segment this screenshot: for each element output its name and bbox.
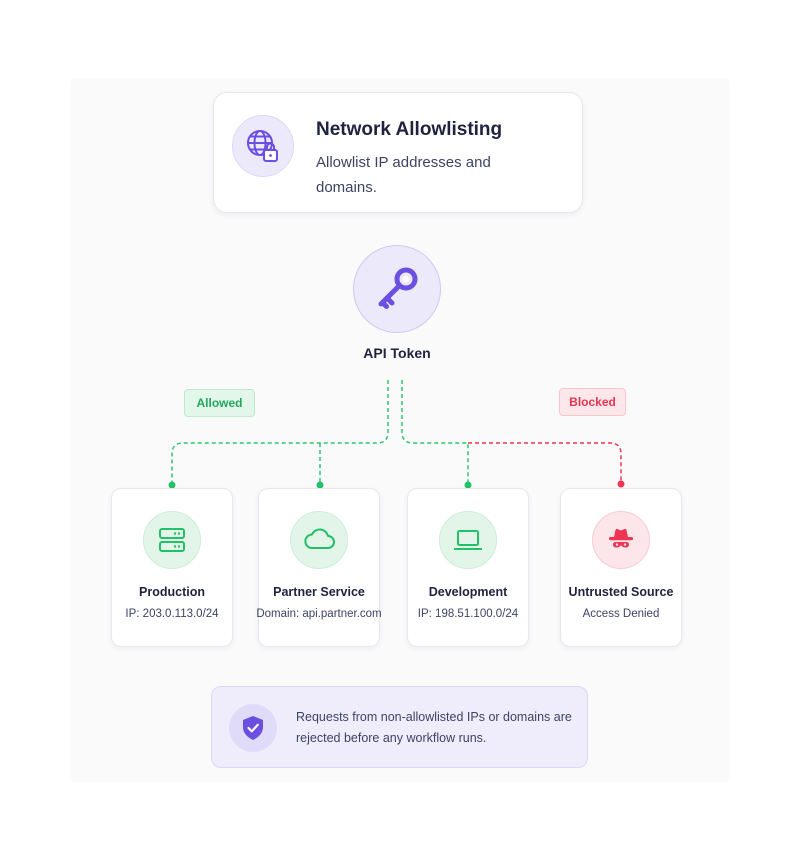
- laptop-icon: [439, 511, 497, 569]
- policy-note-text: Requests from non-allowlisted IPs or dom…: [296, 710, 572, 745]
- blocked-badge: Blocked: [559, 388, 626, 416]
- page-subtitle: Allowlist IP addresses and domains.: [316, 154, 491, 196]
- spy-icon: [592, 511, 650, 569]
- source-detail: Access Denied: [582, 608, 660, 620]
- globe-lock-icon: [232, 115, 294, 177]
- source-detail: IP: 203.0.113.0/24: [125, 608, 219, 620]
- source-name: Untrusted Source: [568, 585, 674, 599]
- policy-note-card: Requests from non-allowlisted IPs or dom…: [211, 686, 588, 768]
- source-name: Partner Service: [273, 585, 365, 599]
- source-detail: Domain: api.partner.com: [256, 608, 382, 620]
- page-title: Network Allowlisting: [316, 119, 503, 140]
- server-icon: [143, 511, 201, 569]
- token-label: API Token: [363, 345, 431, 361]
- allowed-badge: Allowed: [184, 389, 255, 417]
- source-name: Development: [428, 585, 508, 599]
- source-name: Production: [139, 585, 205, 599]
- source-detail: IP: 198.51.100.0/24: [417, 608, 519, 620]
- shield-check-icon: [229, 704, 277, 752]
- source-card-development: Development IP: 198.51.100.0/24: [407, 488, 529, 647]
- source-card-production: Production IP: 203.0.113.0/24: [111, 488, 233, 647]
- key-icon: [353, 245, 441, 333]
- cloud-icon: [290, 511, 348, 569]
- source-card-untrusted: Untrusted Source Access Denied: [560, 488, 682, 647]
- source-card-partner-service: Partner Service Domain: api.partner.com: [256, 488, 382, 647]
- header-card: Network Allowlisting Allowlist IP addres…: [213, 92, 583, 213]
